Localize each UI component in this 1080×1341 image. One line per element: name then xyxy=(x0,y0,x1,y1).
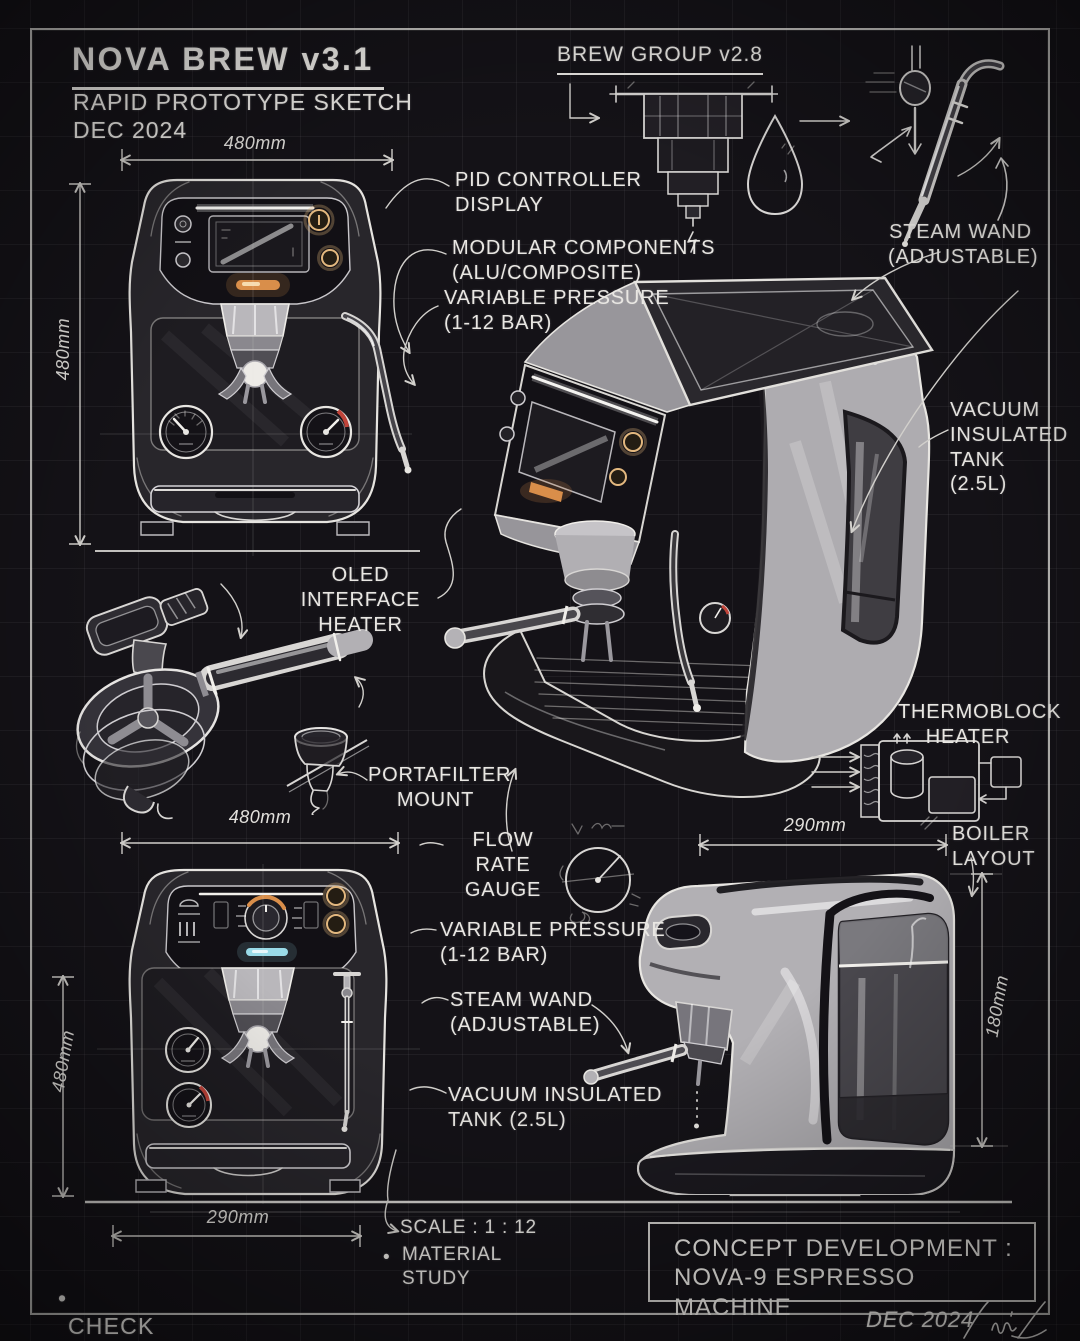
dimension-lines xyxy=(52,149,1008,1247)
note-check-ergonomics: • CHECK ERGONOMICS xyxy=(58,1255,238,1341)
callout-variable-pressure-top: VARIABLE PRESSURE (1-12 BAR) xyxy=(444,287,670,334)
concept-line-2: NOVA-9 ESPRESSO MACHINE xyxy=(674,1264,916,1321)
thermoblock-sketch xyxy=(860,733,1022,830)
water-drop-sketch xyxy=(746,114,804,216)
front-view-top-sketch xyxy=(128,178,412,536)
callout-pid-display: PID CONTROLLER DISPLAY xyxy=(455,169,642,216)
filter-basket-sketch xyxy=(286,727,370,815)
callout-vacuum-tank-bottom: VACUUM INSULATED TANK (2.5L) xyxy=(448,1084,663,1131)
portafilter-sketch xyxy=(75,588,373,820)
perspective-view-sketch xyxy=(444,276,934,798)
callout-portafilter-mount: PORTAFILTER MOUNT xyxy=(368,764,512,811)
callout-thermoblock-heater: THERMOBLOCK HEATER xyxy=(898,701,1062,748)
callout-flow-rate-gauge: FLOW RATE GAUGE xyxy=(464,829,542,901)
leader-lines xyxy=(220,83,1019,1231)
dim-front-top-height: 480mm xyxy=(52,317,73,381)
check-word: CHECK xyxy=(68,1313,155,1340)
dim-front-bottom-width: 480mm xyxy=(228,807,292,827)
dim-side-width: 290mm xyxy=(783,815,847,835)
note-material-study: MATERIAL STUDY xyxy=(402,1244,503,1289)
flow-gauge-sketch xyxy=(559,822,641,925)
page-date: DEC 2024 xyxy=(73,117,188,143)
side-view-sketch xyxy=(583,872,956,1204)
brew-group-sketch xyxy=(609,81,778,253)
concept-line-1: CONCEPT DEVELOPMENT : xyxy=(674,1235,1013,1262)
border-frame xyxy=(30,28,1050,1315)
steam-wand-sketch xyxy=(865,45,1009,247)
bullet-icon: • xyxy=(58,1284,68,1311)
signature-scribble xyxy=(963,1301,1047,1339)
note-scale: SCALE : 1 : 12 xyxy=(400,1217,537,1238)
callout-oled-interface: OLED INTERFACE HEATER xyxy=(300,564,421,636)
callout-modular-components: MODULAR COMPONENTS (ALU/COMPOSITE) xyxy=(452,237,716,284)
page-title: NOVA BREW v3.1 xyxy=(72,40,384,90)
front-view-bottom-sketch xyxy=(128,868,388,1196)
page-subtitle: RAPID PROTOTYPE SKETCH xyxy=(73,89,413,115)
callout-brew-group: BREW GROUP v2.8 xyxy=(557,42,763,76)
callout-steam-wand-top: STEAM WAND (ADJUSTABLE) xyxy=(888,221,1039,268)
dim-front-bottom-base: 290mm xyxy=(206,1207,270,1227)
callout-variable-pressure-bottom: VARIABLE PRESSURE (1-12 BAR) xyxy=(440,919,666,966)
callout-steam-wand-bottom: STEAM WAND (ADJUSTABLE) xyxy=(450,989,601,1036)
dim-front-top-width: 480mm xyxy=(223,133,287,153)
callout-boiler-layout: BOILER LAYOUT xyxy=(952,823,1036,870)
signature-date: DEC 2024 xyxy=(866,1307,974,1332)
bullet-icon-material: • xyxy=(383,1247,391,1268)
concept-title-box: CONCEPT DEVELOPMENT : NOVA-9 ESPRESSO MA… xyxy=(648,1222,1036,1321)
callout-vacuum-tank-top: VACUUM INSULATED TANK (2.5L) xyxy=(950,399,1068,496)
